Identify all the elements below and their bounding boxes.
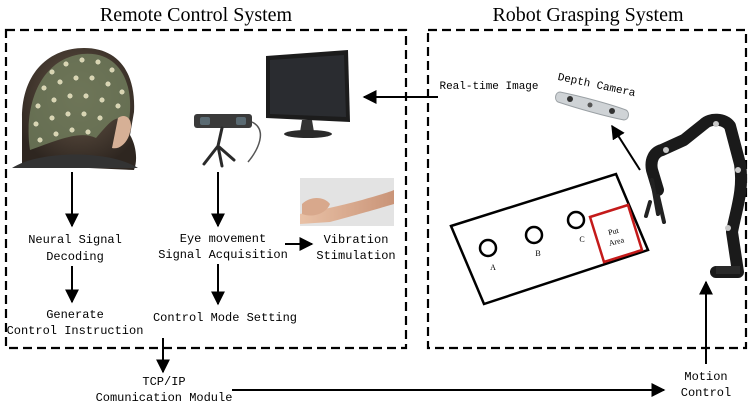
put-area-label-1: Put — [607, 226, 620, 238]
robot-arm-image — [644, 113, 748, 278]
eeg-cap-image — [12, 48, 138, 170]
put-area-box — [588, 203, 644, 264]
realtime-image-label: Real-time Image — [439, 81, 538, 93]
arm-vibration-image — [300, 178, 394, 226]
target-c-label: C — [579, 235, 584, 244]
robot-system-title: Robot Grasping System — [492, 4, 684, 26]
motion-control-label-2: Control — [681, 386, 731, 400]
vibration-label-2: Stimulation — [316, 249, 395, 263]
target-b-circle — [524, 225, 544, 245]
target-a-circle — [478, 238, 498, 258]
vibration-label-1: Vibration — [324, 233, 389, 247]
depth-camera-image — [555, 91, 629, 121]
tcpip-label-1: TCP/IP — [142, 375, 185, 389]
control-mode-label: Control Mode Setting — [153, 311, 297, 325]
work-table — [449, 172, 650, 306]
neural-signal-label-1: Neural Signal — [28, 233, 122, 247]
eye-movement-label-1: Eye movement — [180, 232, 266, 246]
eye-movement-label-2: Signal Acquisition — [158, 248, 288, 262]
generate-instruction-label-1: Generate — [46, 308, 104, 322]
target-c-circle — [566, 210, 586, 230]
neural-signal-label-2: Decoding — [46, 250, 104, 264]
target-a-label: A — [490, 263, 496, 272]
target-b-label: B — [535, 249, 540, 258]
remote-system-box — [4, 28, 408, 350]
motion-control-label-1: Motion — [684, 370, 727, 384]
put-area-label-2: Area — [608, 235, 626, 248]
remote-system-title: Remote Control System — [100, 4, 293, 26]
generate-instruction-label-2: Control Instruction — [7, 324, 144, 338]
tcpip-label-2: Comunication Module — [96, 391, 233, 405]
eye-tracker-image — [194, 114, 262, 168]
arrow-to-camera — [611, 124, 641, 171]
monitor-image — [266, 50, 350, 138]
